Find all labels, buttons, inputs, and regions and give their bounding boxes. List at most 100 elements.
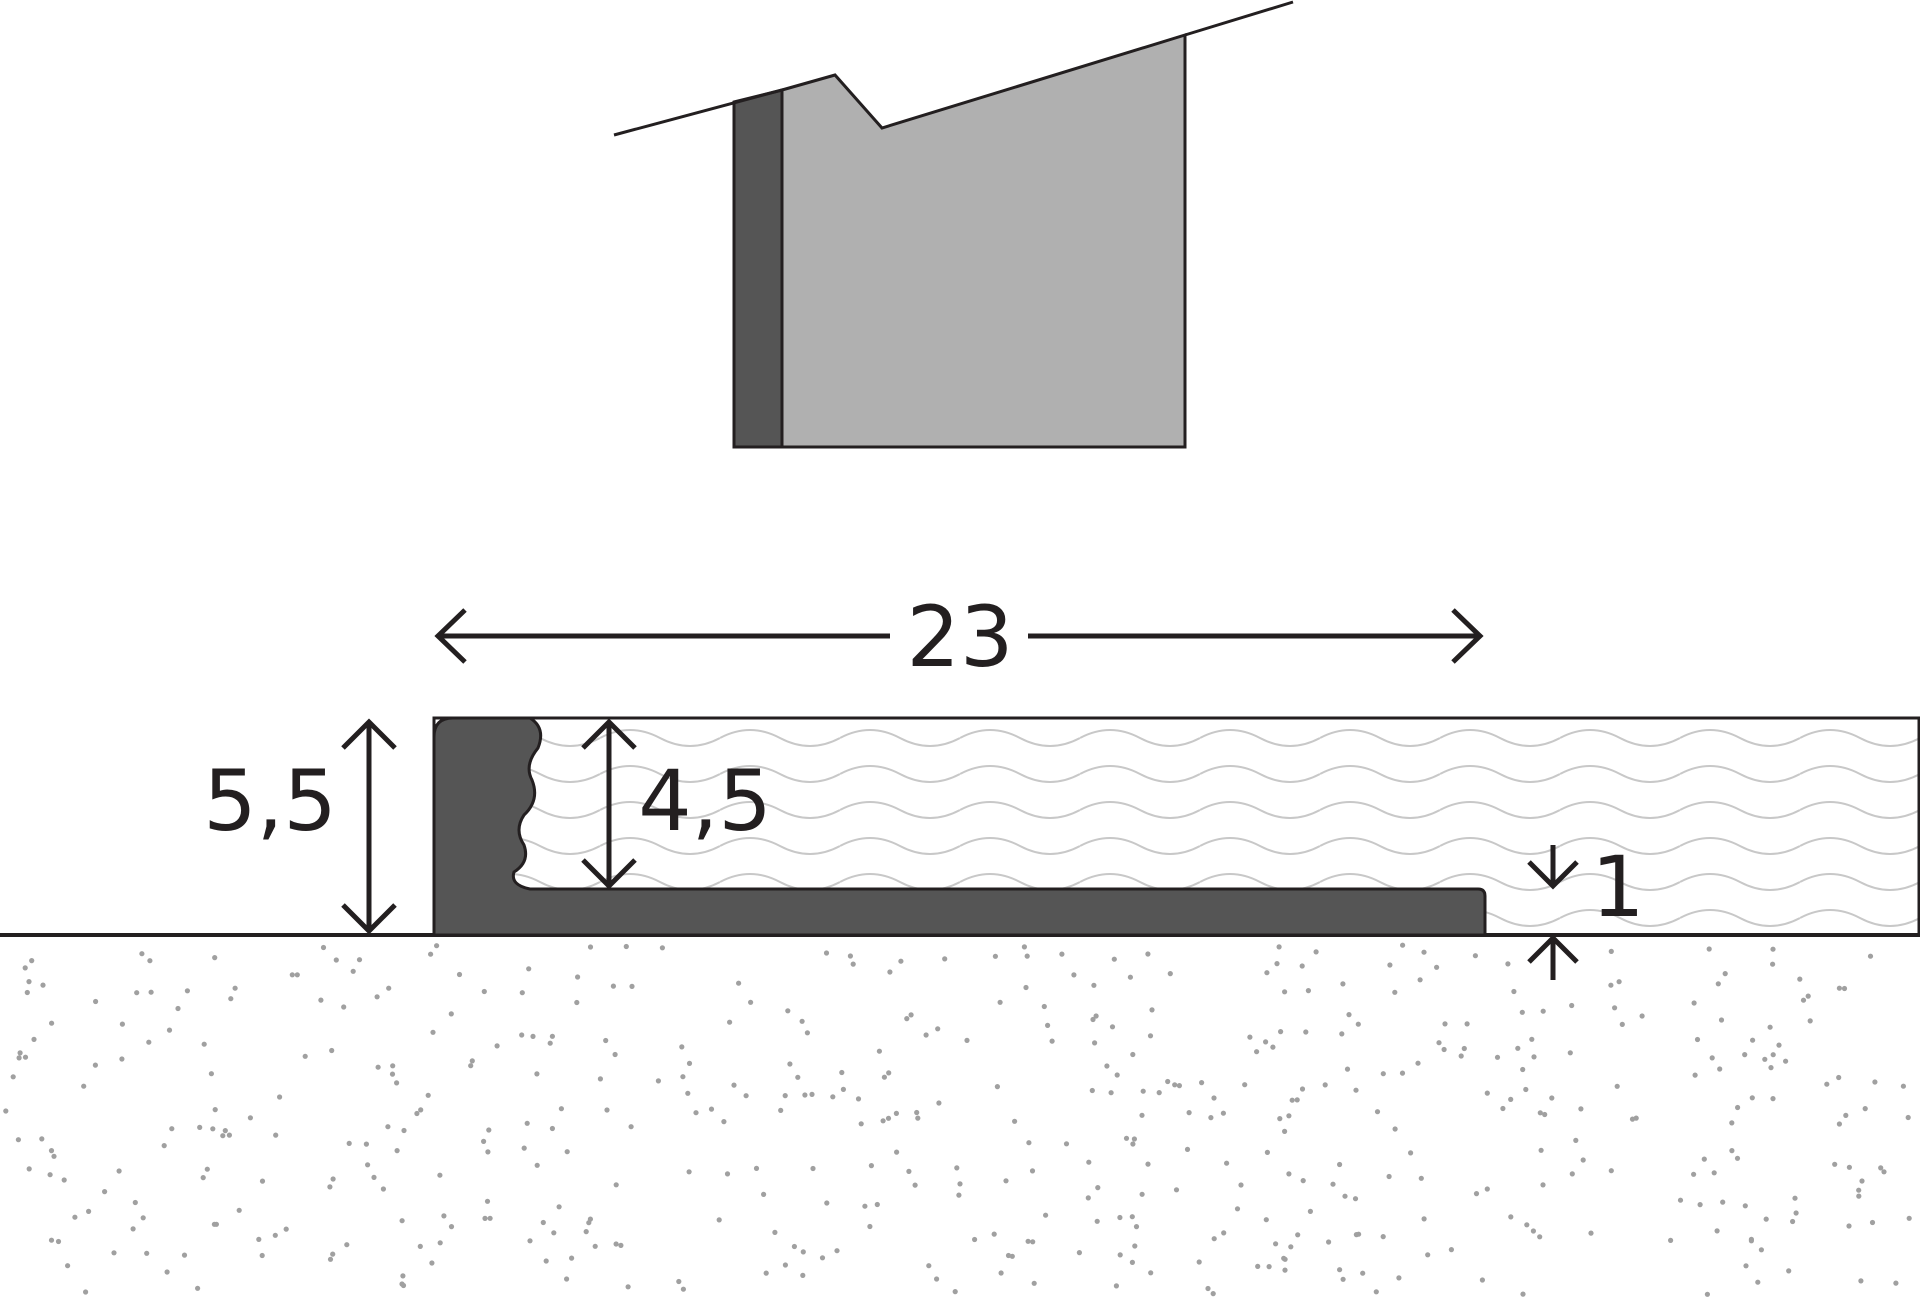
floor-dot bbox=[169, 1126, 175, 1132]
floor-dot bbox=[1711, 1170, 1717, 1176]
floor-dot bbox=[1273, 1241, 1279, 1247]
floor-dot bbox=[551, 1230, 557, 1236]
floor-dot bbox=[1076, 1250, 1082, 1256]
floor-dot bbox=[1221, 1230, 1227, 1236]
floor-dot bbox=[1113, 1283, 1119, 1289]
floor-dot bbox=[564, 1149, 570, 1155]
floor-dot bbox=[430, 1029, 436, 1035]
floor-dot bbox=[1220, 1110, 1226, 1116]
floor-dot bbox=[1049, 1038, 1055, 1044]
floor-dot bbox=[417, 1243, 423, 1249]
floor-dot bbox=[800, 1272, 806, 1278]
floor-dot bbox=[1224, 1160, 1230, 1166]
floor-dot bbox=[1289, 1097, 1295, 1103]
floor-dot bbox=[1266, 1264, 1272, 1270]
floor-dot bbox=[320, 944, 327, 951]
floor-dot bbox=[1045, 1022, 1051, 1028]
floor-dot bbox=[914, 1109, 920, 1116]
floor-dot bbox=[1458, 1053, 1464, 1059]
floor-dot bbox=[1009, 1253, 1015, 1259]
floor-dot bbox=[400, 1282, 407, 1289]
floor-dot bbox=[840, 1086, 847, 1092]
floor-dot bbox=[1856, 1187, 1862, 1193]
floor-dot bbox=[1436, 1040, 1442, 1046]
floor-dot bbox=[1770, 946, 1776, 952]
floor-dot bbox=[1520, 1291, 1526, 1297]
floor-dot bbox=[847, 953, 854, 959]
floor-dot bbox=[1701, 1156, 1707, 1162]
floor-dot bbox=[1418, 1175, 1424, 1181]
floor-dot bbox=[1494, 1054, 1501, 1060]
floor-dot bbox=[952, 1289, 958, 1295]
floor-dot bbox=[1569, 1171, 1575, 1177]
floor-dot bbox=[1421, 949, 1427, 955]
floor-dot bbox=[887, 969, 893, 975]
floor-dot bbox=[1156, 1090, 1162, 1096]
floor-dot bbox=[1117, 1252, 1123, 1258]
floor-substrate bbox=[3, 942, 1912, 1297]
floor-dot bbox=[1095, 1185, 1101, 1191]
floor-dot bbox=[429, 1260, 435, 1266]
floor-dot bbox=[543, 1258, 549, 1264]
floor-dot bbox=[564, 1276, 570, 1282]
floor-dot bbox=[1263, 1039, 1269, 1045]
floor-dot bbox=[1386, 1173, 1392, 1180]
floor-dot bbox=[1337, 1161, 1343, 1168]
floor-dot bbox=[1149, 1007, 1155, 1013]
floor-dot bbox=[1355, 1021, 1361, 1027]
floor-dot bbox=[1313, 949, 1319, 955]
floor-dot bbox=[1091, 982, 1097, 988]
floor-dot bbox=[1893, 1280, 1899, 1286]
floor-dot bbox=[964, 1037, 970, 1043]
floor-dot bbox=[1524, 1222, 1530, 1228]
floor-dot bbox=[327, 1256, 334, 1262]
floor-dot bbox=[772, 1229, 778, 1235]
floor-dot bbox=[904, 1016, 910, 1022]
floor-dot bbox=[575, 974, 581, 980]
floor-dot bbox=[1508, 1096, 1514, 1102]
floor-dot bbox=[1356, 1231, 1362, 1237]
floor-dot bbox=[1770, 1052, 1776, 1058]
floor-dot bbox=[1515, 1045, 1521, 1051]
floor-dot bbox=[1735, 1104, 1741, 1111]
floor-dot bbox=[1859, 1178, 1865, 1184]
floor-dot bbox=[547, 1040, 553, 1046]
floor-dot bbox=[1790, 1218, 1796, 1225]
floor-dot bbox=[1029, 1168, 1036, 1174]
floor-dot bbox=[1023, 984, 1029, 991]
floor-dot bbox=[1123, 1135, 1130, 1141]
floor-dot bbox=[1755, 1279, 1761, 1285]
floor-dot bbox=[1148, 1270, 1154, 1276]
floor-dot bbox=[1540, 1182, 1546, 1188]
floor-dot bbox=[228, 996, 234, 1002]
floor-dot bbox=[850, 961, 856, 967]
floor-dot bbox=[1734, 1155, 1741, 1161]
floor-dot bbox=[1342, 1193, 1348, 1199]
height-dimension-label: 5,5 bbox=[203, 752, 337, 850]
floor-dot bbox=[1763, 1216, 1769, 1222]
floor-dot bbox=[778, 1107, 784, 1113]
floor-dot bbox=[893, 1110, 900, 1116]
floor-dot bbox=[1858, 1278, 1864, 1284]
top-component-slope-right bbox=[1184, 0, 1294, 37]
floor-dot bbox=[93, 998, 99, 1005]
floor-dot bbox=[220, 1133, 226, 1139]
floor-dot bbox=[628, 1124, 634, 1130]
floor-dot bbox=[1573, 1137, 1579, 1143]
floor-dot bbox=[1094, 1218, 1100, 1224]
floor-dot bbox=[363, 1141, 369, 1147]
floor-dot bbox=[839, 1069, 845, 1076]
floor-dot bbox=[1071, 972, 1077, 978]
floor-dot bbox=[800, 1249, 806, 1255]
floor-dot bbox=[795, 1074, 801, 1080]
floor-dot bbox=[1353, 1087, 1359, 1093]
floor-dot bbox=[1254, 1049, 1260, 1055]
floor-dot bbox=[195, 1285, 201, 1291]
floor-dot bbox=[1300, 1178, 1306, 1184]
floor-dot bbox=[1862, 1106, 1868, 1112]
floor-dot bbox=[1111, 956, 1117, 962]
floor-dot bbox=[1856, 1193, 1862, 1199]
arrow-down-icon bbox=[1527, 860, 1579, 890]
floor-dot bbox=[119, 1021, 125, 1027]
